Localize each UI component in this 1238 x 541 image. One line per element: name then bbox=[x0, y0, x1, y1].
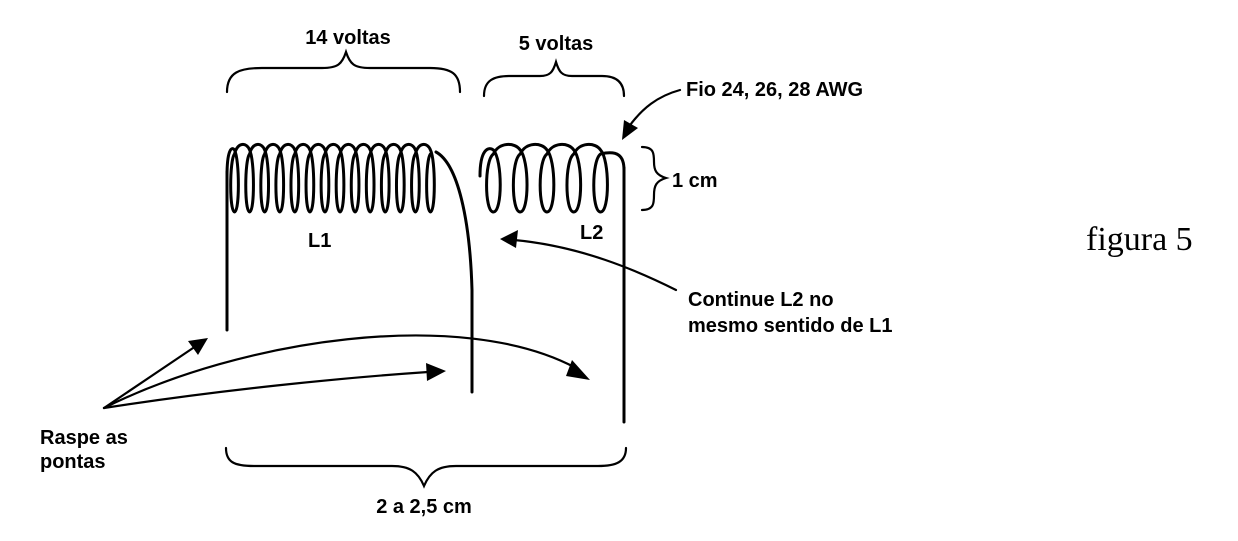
label-continue-line2: mesmo sentido de L1 bbox=[688, 315, 893, 337]
arrow-scrape-left-head bbox=[188, 338, 208, 355]
label-turns-l2: 5 voltas bbox=[519, 33, 593, 55]
coil-l2 bbox=[478, 143, 626, 214]
lead-center-tap bbox=[434, 150, 474, 394]
label-continue-line1: Continue L2 no bbox=[688, 289, 834, 311]
arrow-scrape-center-head bbox=[426, 363, 446, 381]
label-height: 1 cm bbox=[672, 170, 718, 192]
label-scrape-line1: Raspe as bbox=[40, 427, 128, 449]
label-wire-gauge: Fio 24, 26, 28 AWG bbox=[686, 79, 863, 101]
arrow-wire-gauge-head bbox=[622, 120, 638, 140]
coil-l1 bbox=[225, 143, 436, 214]
brace-l1-turns bbox=[225, 48, 462, 94]
arrow-continue-l2 bbox=[512, 238, 678, 292]
brace-height bbox=[640, 145, 670, 212]
arrow-wire-gauge bbox=[626, 88, 682, 130]
label-length: 2 a 2,5 cm bbox=[376, 496, 472, 518]
label-coil-l1: L1 bbox=[308, 230, 331, 252]
arrow-scrape-right bbox=[102, 334, 578, 410]
brace-l2-turns bbox=[482, 58, 626, 98]
arrow-continue-l2-head bbox=[500, 230, 518, 248]
label-coil-l2: L2 bbox=[580, 222, 603, 244]
arrow-scrape-left bbox=[102, 344, 198, 410]
label-turns-l1: 14 voltas bbox=[305, 27, 391, 49]
figure-caption: figura 5 bbox=[1086, 221, 1193, 258]
label-scrape-line2: pontas bbox=[40, 451, 106, 473]
arrow-scrape-center bbox=[102, 370, 430, 410]
arrow-scrape-right-head bbox=[566, 360, 590, 380]
brace-length bbox=[224, 446, 628, 489]
